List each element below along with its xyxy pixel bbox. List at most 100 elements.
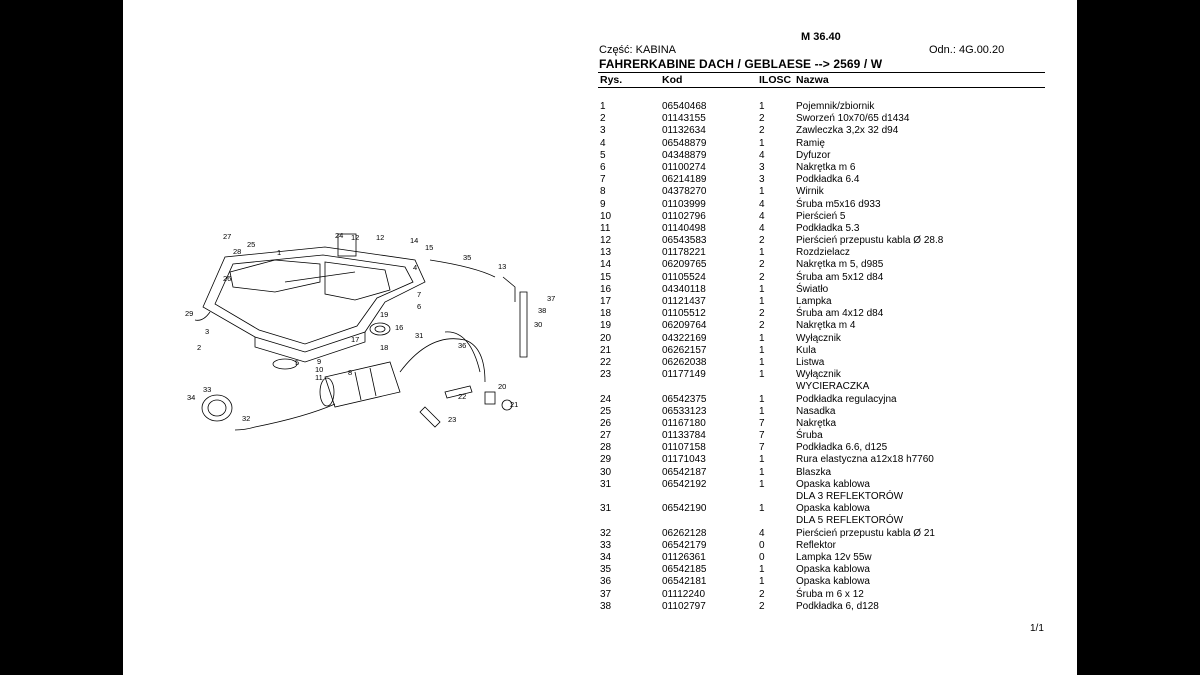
cell-rys: 34	[600, 551, 612, 563]
cell-ilosc: 4	[759, 527, 765, 539]
cell-ilosc: 1	[759, 576, 765, 588]
cell-kod: 01121437	[662, 296, 706, 307]
cell-nazwa: Opaska kablowa	[796, 576, 870, 588]
cell-kod: 06214189	[662, 174, 707, 186]
cell-kod: 06548879	[662, 137, 707, 149]
cell-ilosc: 1	[759, 186, 765, 198]
cell-ilosc: 2	[759, 600, 765, 612]
cell-ilosc: 4	[759, 198, 765, 210]
cell-nazwa: Sworzeń 10x70/65 d1434	[796, 113, 910, 125]
cell-kod: 01171043	[662, 454, 706, 466]
page-title: FAHRERKABINE DACH / GEBLAESE --> 2569 / …	[599, 57, 883, 71]
table-row: 36 06542181 1 Opaska kablowa	[598, 576, 1048, 588]
cell-rys: 8	[600, 186, 606, 198]
column-header-divider	[598, 87, 1045, 88]
cell-kod: 01178221	[662, 247, 706, 259]
cell-ilosc: 1	[759, 478, 765, 490]
cell-kod: 01102796	[662, 210, 706, 222]
cell-nazwa: Nakrętka	[796, 417, 837, 429]
callout-12: 12	[376, 233, 384, 242]
cell-nazwa: Rura elastyczna a12x18 h7760	[796, 454, 934, 466]
cell-rys: 4	[600, 137, 606, 149]
cell-kod: 01140498	[662, 222, 706, 234]
callout-34: 34	[187, 393, 195, 402]
cell-ilosc: 2	[759, 588, 765, 600]
cell-rys: 5	[600, 149, 606, 161]
cell-nazwa: Nakrętka m 5, d985	[796, 259, 884, 271]
cell-nazwa: Nakrętka m 6	[796, 161, 856, 173]
cell-rys: 10	[600, 210, 612, 222]
cell-rys: 36	[600, 576, 612, 588]
cell-kod: 04348879	[662, 149, 707, 161]
cell-kod: 06540468	[662, 101, 707, 112]
cell-kod: 06543583	[662, 235, 707, 247]
cell-rys: 19	[600, 320, 612, 332]
cell-ilosc: 2	[759, 271, 765, 283]
cell-ilosc: 0	[759, 551, 765, 563]
cell-ilosc: 1	[759, 503, 765, 515]
cell-rys: 17	[600, 296, 612, 307]
callout-14: 14	[410, 236, 418, 245]
cell-kod: 06542181	[662, 576, 707, 588]
cell-kod: 01107158	[662, 442, 706, 454]
cell-nazwa: Rozdzielacz	[796, 247, 850, 259]
callout-33: 33	[203, 385, 211, 394]
cell-rys: 28	[600, 442, 612, 454]
cell-rys: 20	[600, 332, 612, 344]
column-header-kod: Kod	[662, 74, 683, 86]
callout-5: 5	[295, 358, 299, 367]
cell-nazwa: Nakrętka m 4	[796, 320, 856, 332]
cell-rys: 16	[600, 283, 612, 295]
cell-ilosc: 2	[759, 320, 765, 332]
reference-code: Odn.: 4G.00.20	[929, 44, 1005, 56]
cell-rys: 31	[600, 478, 612, 490]
callout-28: 28	[233, 247, 241, 256]
cell-ilosc: 7	[759, 430, 765, 442]
table-row: WYCIERACZKA	[598, 381, 1048, 393]
column-header-nazwa: Nazwa	[796, 74, 829, 86]
callout-36: 36	[458, 341, 466, 350]
cell-ilosc: 3	[759, 161, 765, 173]
callout-11: 11	[315, 373, 323, 382]
callout-7: 7	[417, 290, 421, 299]
callout-16: 16	[395, 323, 403, 332]
cell-nazwa: Podkładka regulacyjna	[796, 393, 897, 405]
cell-rys: 21	[600, 344, 612, 356]
cell-ilosc: 1	[759, 101, 765, 112]
cell-kod: 01133784	[662, 430, 706, 442]
cell-nazwa: Śruba m5x16 d933	[796, 198, 881, 210]
cell-kod: 06209765	[662, 259, 707, 271]
cell-ilosc: 1	[759, 247, 765, 259]
callout-22: 22	[458, 392, 466, 401]
cell-kod: 01112240	[662, 588, 706, 600]
callout-29: 29	[185, 309, 193, 318]
cell-rys: 6	[600, 161, 606, 173]
cell-rys: 7	[600, 174, 606, 186]
callout-18: 18	[380, 343, 388, 352]
cell-rys: 3	[600, 125, 606, 137]
callout-26: 26	[223, 274, 231, 283]
part-section: Część: KABINA	[599, 44, 677, 56]
cell-ilosc: 2	[759, 308, 765, 320]
cell-nazwa: Śruba am 4x12 d84	[796, 308, 884, 320]
cell-nazwa: Lampka	[796, 296, 832, 307]
callout-13: 13	[498, 262, 506, 271]
cell-ilosc: 1	[759, 454, 765, 466]
model-number: M 36.40	[801, 31, 841, 43]
cell-kod: 06542375	[662, 393, 707, 405]
